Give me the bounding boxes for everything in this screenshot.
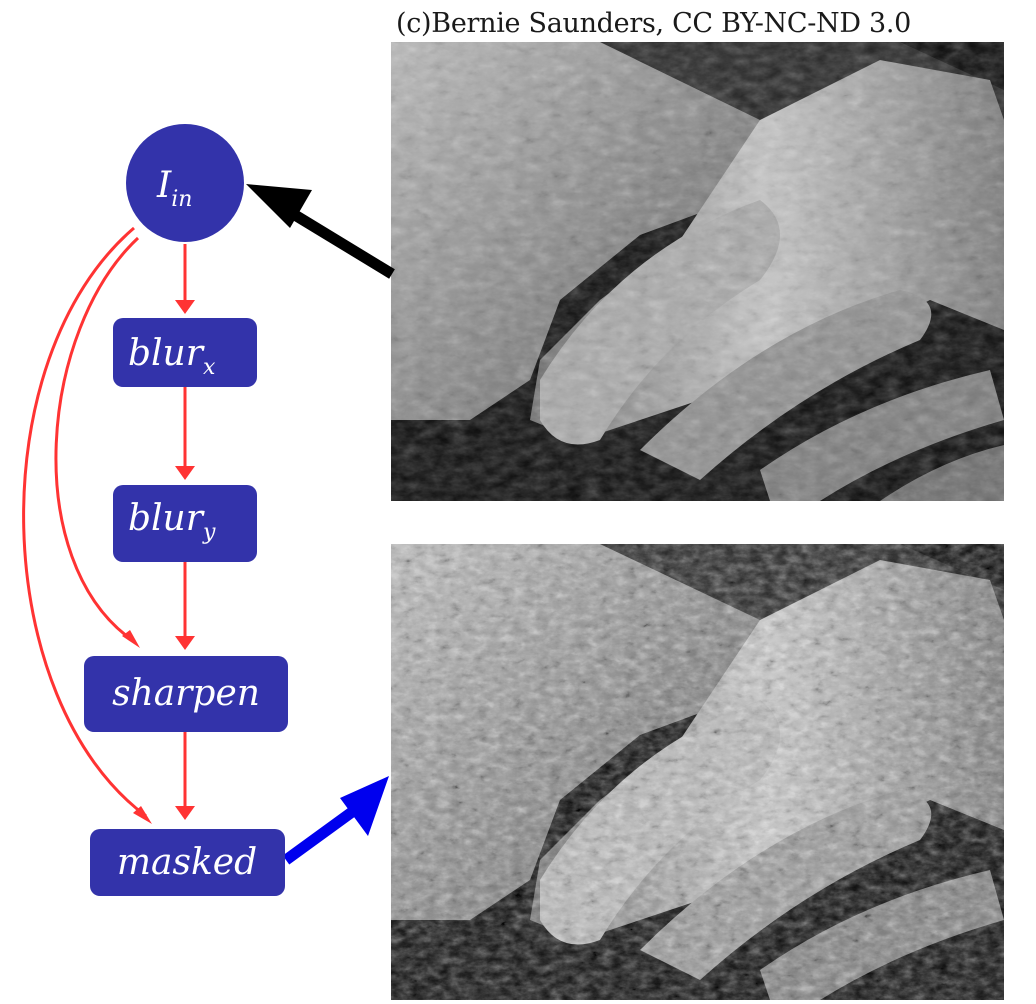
node-masked: masked (90, 829, 285, 896)
node-input: Iin (126, 124, 244, 242)
svg-text:blurx: blurx (128, 333, 216, 380)
node-input-sub: in (171, 187, 192, 212)
output-photo (391, 544, 1004, 1000)
output-arrow (286, 776, 389, 860)
node-blur-y-sub: y (202, 520, 216, 545)
node-blur-x-sub: x (203, 355, 216, 380)
photo-credit: (c)Bernie Saunders, CC BY-NC-ND 3.0 (396, 8, 911, 39)
node-sharpen: sharpen (84, 656, 288, 732)
input-arrow (246, 184, 392, 274)
node-input-label: I (156, 165, 172, 206)
input-photo (391, 42, 1004, 501)
node-blur-y: blury (113, 485, 257, 562)
svg-text:blury: blury (128, 498, 216, 545)
edge-input-sharpen (56, 238, 138, 640)
node-masked-label: masked (117, 842, 257, 883)
node-blur-y-label: blur (128, 498, 205, 539)
node-blur-x: blurx (113, 318, 257, 387)
node-blur-x-label: blur (128, 333, 205, 374)
node-sharpen-label: sharpen (112, 673, 260, 714)
